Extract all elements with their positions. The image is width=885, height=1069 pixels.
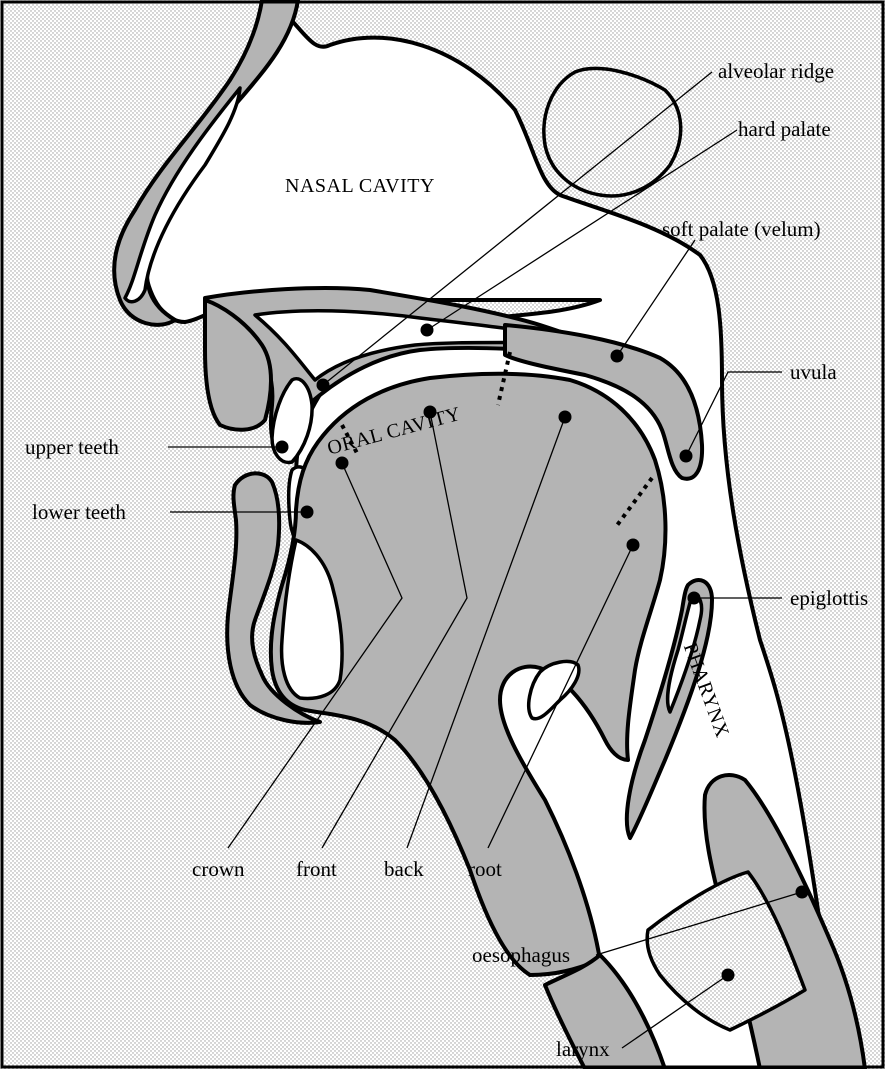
front-point	[424, 406, 437, 419]
label-hard-palate: hard palate	[738, 117, 831, 141]
soft-palate-point	[611, 350, 624, 363]
alveolar-ridge-point	[317, 379, 330, 392]
back-point	[559, 411, 572, 424]
label-alveolar-ridge: alveolar ridge	[718, 59, 834, 83]
label-crown: crown	[192, 857, 245, 881]
label-back: back	[384, 857, 424, 881]
epiglottis-point	[688, 592, 701, 605]
hard-palate-point	[421, 324, 434, 337]
label-lower-teeth: lower teeth	[32, 500, 126, 524]
label-larynx: larynx	[556, 1037, 610, 1061]
larynx-point	[722, 969, 735, 982]
label-uvula: uvula	[790, 360, 837, 384]
label-upper-teeth: upper teeth	[25, 435, 119, 459]
uvula-point	[680, 450, 693, 463]
sphenoid-block	[544, 68, 681, 195]
crown-point	[336, 457, 349, 470]
oesophagus-point	[796, 886, 809, 899]
label-epiglottis: epiglottis	[790, 586, 868, 610]
nasal-cavity-caption: NASAL CAVITY	[285, 175, 435, 197]
root-point	[627, 539, 640, 552]
label-front: front	[296, 857, 337, 881]
lower-teeth-point	[301, 506, 314, 519]
label-soft-palate: soft palate (velum)	[662, 217, 821, 241]
label-oesophagus: oesophagus	[472, 943, 570, 967]
upper-teeth-point	[276, 441, 289, 454]
label-root: root	[468, 857, 502, 881]
